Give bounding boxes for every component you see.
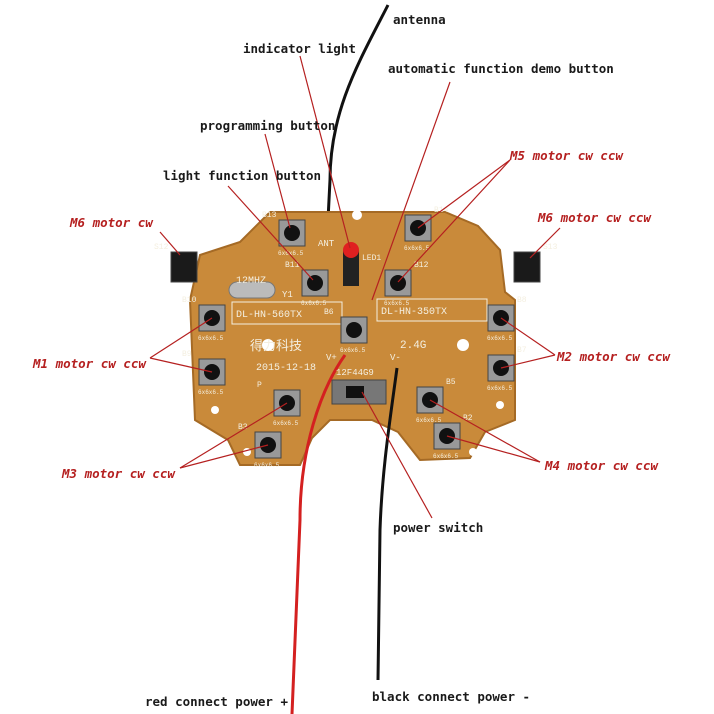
button-label: B2 [463,414,473,423]
crystal-label: 12MHZ [236,276,266,287]
button-b13: B13 6x6x6.5 [262,211,306,257]
chip-left-label: DL-HN-560TX [236,310,302,321]
label-demo-button: automatic function demo button [388,61,614,76]
ant-label: ANT [318,239,335,249]
crystal [228,281,276,299]
button-size-label: 6x6x6.5 [198,335,224,342]
button-size-label: 6x6x6.5 [404,245,430,252]
antenna-wire [325,4,390,241]
button-s13: S13 [513,243,558,283]
button-label: B12 [414,261,429,270]
label-m6-motor-left: M6 motor cw [70,215,153,230]
brand-label: 得力科技 [250,338,302,354]
indicator-led [343,242,359,258]
button-size-label: 6x6x6.5 [487,335,513,342]
label-black-wire: black connect power - [372,689,531,704]
button-s12: S12 [154,243,198,283]
button-label: B7 [517,346,527,355]
button-size-label: 6x6x6.5 [384,300,410,307]
label-power-switch: power switch [393,520,484,535]
button-size-label: 6x6x6.5 [198,389,224,396]
button-b6: B6 6x6x6.5 [324,308,368,354]
vplus-label: V+ [326,353,337,363]
label-m3-motor: M3 motor cw ccw [62,466,175,481]
button-label: B8 [517,296,527,305]
led-label: LED1 [362,254,381,263]
label-indicator-light: indicator light [243,41,356,56]
label-red-wire: red connect power + [145,694,288,709]
button-label: S13 [543,243,558,252]
button-size-label: 6x6x6.5 [340,347,366,354]
button-label: P [257,381,262,390]
button-label: B5 [446,378,456,387]
button-label: B13 [262,211,277,220]
red-wire [290,354,347,714]
black-wire [376,367,399,681]
button-size-label: 6x6x6.5 [301,300,327,307]
label-m4-motor: M4 motor cw ccw [545,458,658,473]
button-label: B3 [238,423,248,432]
button-size-label: 6x6x6.5 [273,420,299,427]
vminus-label: V- [390,353,401,363]
button-label: B9 [182,350,192,359]
label-m6-motor-right: M6 motor cw ccw [538,210,651,225]
freq-label: 2.4G [400,340,426,352]
button-size-label: 6x6x6.5 [254,462,280,469]
switch-code-label: 12F44G9 [336,368,374,378]
leader-lines [149,55,561,519]
button-size-label: 6x6x6.5 [433,453,459,460]
chip-right-label: DL-HN-350TX [381,307,447,318]
button-size-label: 6x6x6.5 [278,250,304,257]
button-label: B11 [285,261,300,270]
button-size-label: 6x6x6.5 [487,385,513,392]
y1-label: Y1 [282,290,293,300]
button-label: B10 [182,296,197,305]
button-b12: B12 6x6x6.5 [384,261,429,307]
button-size-label: 6x6x6.5 [416,417,442,424]
label-m2-motor: M2 motor cw ccw [557,349,670,364]
button-label: B6 [324,308,334,317]
label-programming-button: programming button [200,118,336,133]
button-b10: B10 6x6x6.5 [182,296,226,342]
date-label: 2015-12-18 [256,363,316,374]
label-antenna: antenna [393,12,446,27]
label-m1-motor: M1 motor cw ccw [33,356,146,371]
label-light-function-button: light function button [163,168,322,183]
label-m5-motor: M5 motor cw ccw [510,148,623,163]
button-label: S12 [154,243,169,252]
button-b11: B11 6x6x6.5 [285,261,329,307]
